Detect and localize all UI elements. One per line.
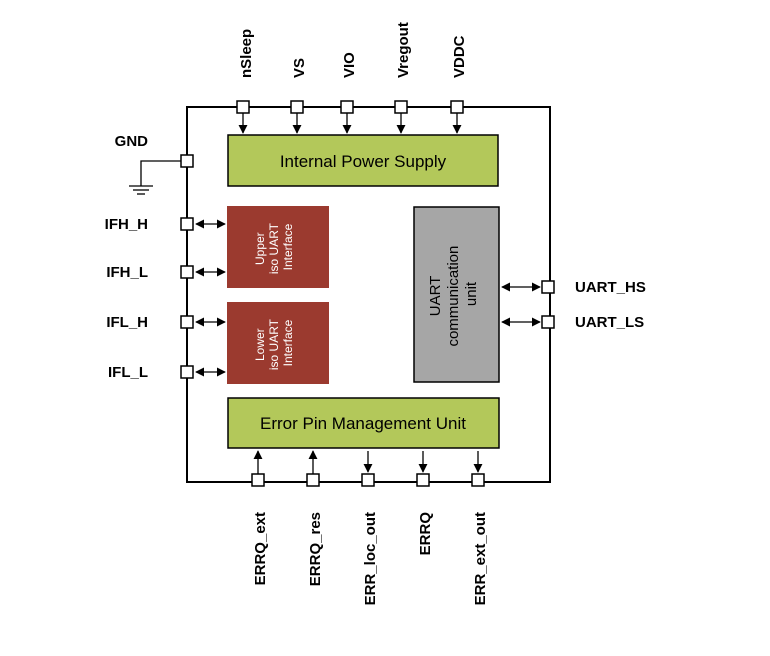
pin-label-gnd: GND <box>115 133 149 150</box>
internal-power-supply-block: Internal Power Supply <box>227 134 499 187</box>
error-pin-management-label: Error Pin Management Unit <box>260 414 466 433</box>
lower-uart-line-1: Lower <box>253 328 267 361</box>
upper-uart-interface-block: Upper iso UART Interface <box>227 206 329 288</box>
pin-label-err-ext-out: ERR_ext_out <box>472 512 489 605</box>
pin-label-ifh-h: IFH_H <box>105 216 148 233</box>
pin-label-nsleep: nSleep <box>238 29 255 78</box>
pin-pad <box>180 217 194 231</box>
internal-power-supply-box <box>227 134 499 187</box>
left-pin-ifh-h: IFH_H <box>105 216 226 233</box>
bottom-pin-err-ext-out: ERR_ext_out <box>471 451 489 605</box>
left-pin-ifh-l: IFH_L <box>106 264 226 281</box>
pin-pad <box>180 154 194 168</box>
pin-pad <box>180 365 194 379</box>
lower-uart-line-3: Interface <box>281 319 295 366</box>
pin-label-ifl-h: IFL_H <box>106 314 148 331</box>
pin-label-ifh-l: IFH_L <box>106 264 148 281</box>
internal-power-supply-label: Internal Power Supply <box>280 152 447 171</box>
top-pin-nsleep: nSleep <box>236 29 255 134</box>
bottom-pin-err-loc-out: ERR_loc_out <box>361 451 379 605</box>
pin-pad <box>306 473 320 487</box>
pin-pad <box>340 100 354 114</box>
pin-pad <box>236 100 250 114</box>
upper-uart-line-1: Upper <box>253 232 267 265</box>
pin-pad <box>450 100 464 114</box>
pin-pad <box>180 315 194 329</box>
pin-label-errq-ext: ERRQ_ext <box>252 512 269 585</box>
uart-communication-unit-box <box>413 206 500 383</box>
pin-label-ifl-l: IFL_L <box>108 364 148 381</box>
pin-pad <box>251 473 265 487</box>
pin-pad <box>471 473 485 487</box>
uart-comm-line-1: UART <box>427 276 444 316</box>
error-pin-management-block: Error Pin Management Unit <box>227 397 500 449</box>
uart-comm-line-2: communication <box>445 246 462 347</box>
lower-uart-interface-block: Lower iso UART Interface <box>227 302 329 384</box>
pin-label-err-loc-out: ERR_loc_out <box>362 512 379 605</box>
upper-uart-interface-box <box>227 206 329 288</box>
pin-label-vio: VIO <box>341 52 358 78</box>
upper-uart-line-3: Interface <box>281 223 295 270</box>
gnd-wire <box>140 160 181 186</box>
bottom-pin-errq-res: ERRQ_res <box>306 450 324 586</box>
pin-label-uart-ls: UART_LS <box>575 314 644 331</box>
pin-label-vddc: VDDC <box>451 35 468 78</box>
pin-label-vregout: Vregout <box>395 22 412 78</box>
left-pin-ifl-l: IFL_L <box>108 364 226 381</box>
pin-label-errq: ERRQ <box>417 512 434 556</box>
svg-text:UART communication: UART communication unit <box>427 241 480 346</box>
uart-comm-line-3: unit <box>463 281 480 306</box>
left-pin-ifl-h: IFL_H <box>106 314 226 331</box>
pin-pad <box>361 473 375 487</box>
right-pin-uart-hs: UART_HS <box>501 279 646 296</box>
pin-pad <box>290 100 304 114</box>
bottom-pin-errq: ERRQ <box>416 451 434 556</box>
lower-uart-interface-box <box>227 302 329 384</box>
error-pin-management-box <box>227 397 500 449</box>
pin-label-errq-res: ERRQ_res <box>307 512 324 586</box>
bottom-pin-errq-ext: ERRQ_ext <box>251 450 269 585</box>
pin-pad <box>180 265 194 279</box>
svg-text:Upper iso UART Int: Upper iso UART Interface <box>253 220 295 274</box>
pin-label-uart-hs: UART_HS <box>575 279 646 296</box>
top-pin-vio: VIO <box>340 52 358 134</box>
left-pin-gnd: GND <box>115 133 194 195</box>
top-pin-vddc: VDDC <box>450 35 468 134</box>
upper-uart-line-2: iso UART <box>267 222 281 274</box>
top-pin-vs: VS <box>290 58 308 134</box>
svg-text:Lower iso UART Int: Lower iso UART Interface <box>253 316 295 370</box>
pin-pad <box>394 100 408 114</box>
top-pin-vregout: Vregout <box>394 22 412 134</box>
pin-pad <box>416 473 430 487</box>
pin-pad <box>541 280 555 294</box>
lower-uart-line-2: iso UART <box>267 318 281 370</box>
pin-pad <box>541 315 555 329</box>
uart-communication-unit-block: UART communication unit <box>413 206 500 383</box>
pin-label-vs: VS <box>291 58 308 78</box>
right-pin-uart-ls: UART_LS <box>501 314 644 331</box>
